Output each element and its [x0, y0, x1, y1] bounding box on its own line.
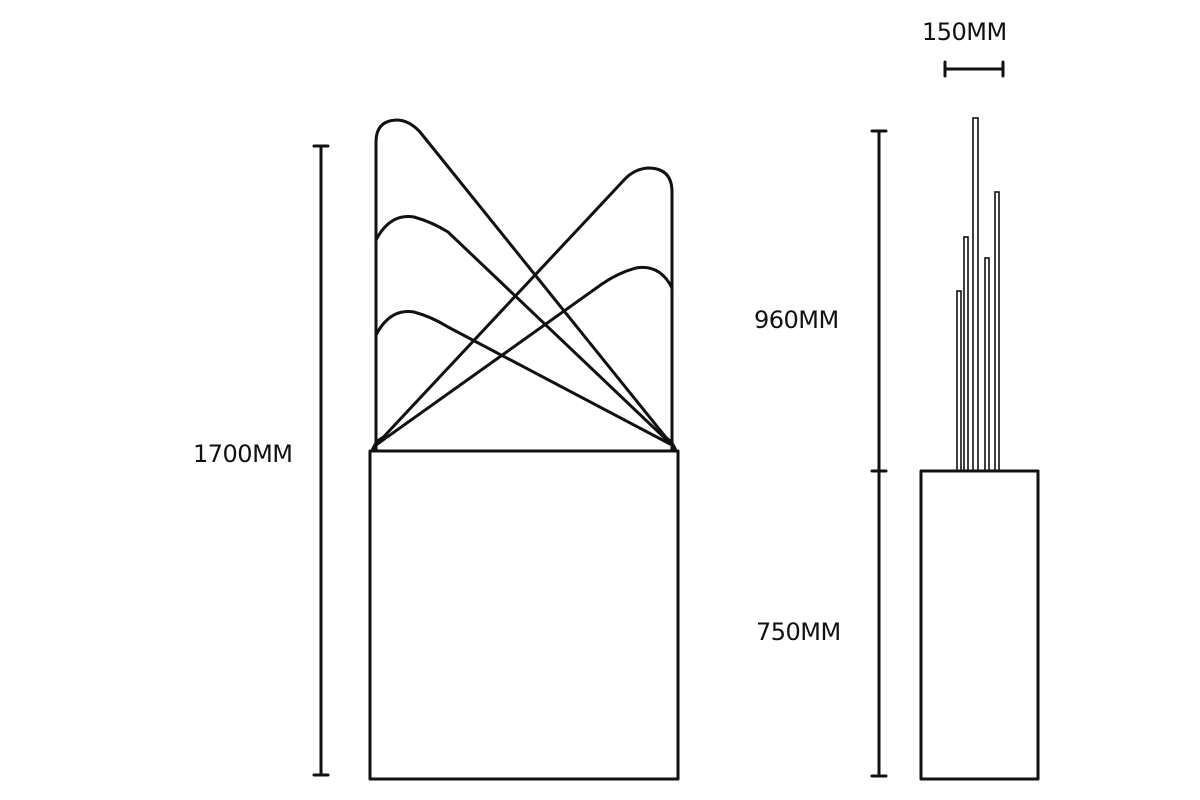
front-left-middle-bar — [374, 214, 674, 447]
upper-height-label: 960MM — [754, 306, 839, 334]
side-rod-1 — [956, 290, 962, 472]
front-right-foot — [662, 435, 678, 453]
front-right-lower-bar — [374, 265, 674, 447]
side-view — [919, 117, 1040, 781]
front-view — [368, 118, 680, 781]
side-rod-4 — [984, 257, 990, 472]
lower-height-label: 750MM — [756, 618, 841, 646]
front-left-outer-bar — [374, 118, 674, 453]
front-right-outer-bar — [374, 166, 674, 453]
side-height-dimension — [870, 129, 888, 778]
side-rod-2 — [963, 236, 969, 472]
side-rod-3 — [972, 117, 979, 472]
depth-label: 150MM — [922, 18, 1007, 46]
front-base-box — [368, 449, 680, 781]
side-base-box — [919, 469, 1040, 781]
front-left-foot — [370, 435, 386, 453]
side-rod-5 — [994, 191, 1000, 472]
total-height-label: 1700MM — [193, 440, 293, 468]
total-height-dimension — [312, 144, 330, 777]
depth-dimension — [943, 60, 1005, 78]
front-left-lower-bar — [374, 309, 674, 447]
